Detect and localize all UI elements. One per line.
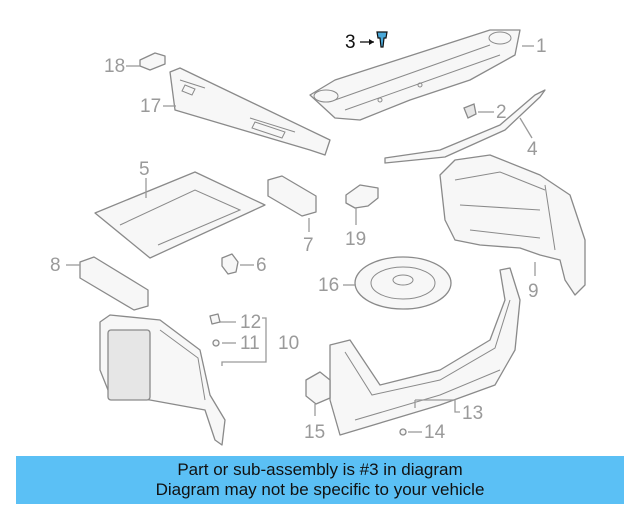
part-8-block	[79, 256, 149, 311]
parts-diagram: 1 3 2 4 18 17 5 7 19 9 8	[50, 29, 586, 446]
callout-9: 9	[528, 281, 539, 302]
part-3-clip	[376, 31, 388, 48]
part-16-spare-cover	[354, 256, 452, 310]
part-11-fastener	[212, 339, 220, 347]
part-6-clip	[221, 253, 239, 275]
callout-11: 11	[240, 333, 260, 354]
callout-15: 15	[304, 422, 325, 443]
banner-line-1: Part or sub-assembly is #3 in diagram	[177, 460, 463, 479]
part-5-floor-mat	[94, 171, 266, 259]
part-13-bumper-trim	[329, 267, 521, 436]
callout-2: 2	[496, 102, 507, 123]
part-12-clip	[209, 313, 221, 325]
callout-6: 6	[256, 255, 267, 276]
callout-16: 16	[318, 275, 339, 296]
callout-14: 14	[424, 422, 446, 443]
callout-18: 18	[104, 56, 125, 77]
callout-4: 4	[527, 139, 538, 160]
part-14-fastener	[399, 428, 407, 436]
callout-3: 3	[345, 32, 356, 53]
part-4-weatherstrip	[384, 89, 546, 164]
part-9-side-panel	[439, 154, 586, 296]
part-19-bracket	[345, 184, 379, 209]
callout-8: 8	[50, 255, 61, 276]
part-17-trim-panel	[169, 67, 331, 156]
callout-17: 17	[140, 96, 161, 117]
part-2-clip	[463, 103, 477, 119]
part-1-package-tray	[309, 29, 521, 121]
info-banner: Part or sub-assembly is #3 in diagram Di…	[16, 456, 624, 504]
banner-line-2: Diagram may not be specific to your vehi…	[155, 480, 485, 499]
part-15-bracket	[305, 371, 331, 405]
callout-5: 5	[139, 159, 150, 180]
callout-12: 12	[240, 312, 261, 333]
callout-13: 13	[462, 403, 483, 424]
part-18-block	[139, 52, 166, 71]
callout-10: 10	[278, 333, 299, 354]
callout-1: 1	[536, 36, 547, 57]
part-10-side-trim	[99, 314, 226, 446]
part-7-block	[267, 175, 317, 217]
callout-7: 7	[303, 235, 314, 256]
callout-19: 19	[345, 229, 366, 250]
